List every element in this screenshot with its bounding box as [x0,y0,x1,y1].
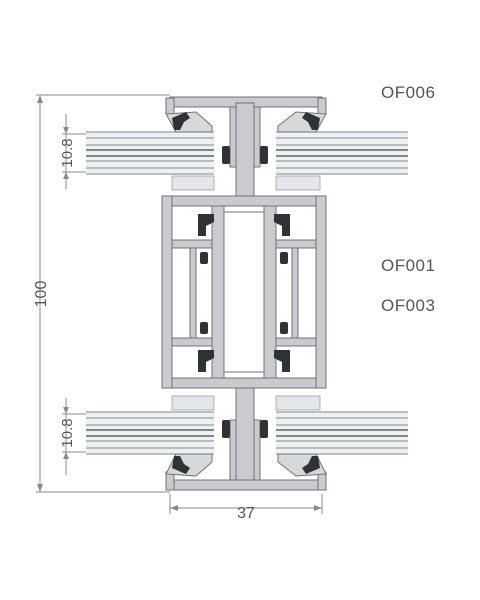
mullion-gaskets [198,214,290,372]
dim-glass-bottom: 10.8 [59,418,76,447]
dim-width: 37 [237,505,255,522]
glass-pane-top-left [86,131,214,175]
top-setting-blocks [171,175,321,191]
mullion-chambers [223,211,265,373]
dim-overall-height: 100 [33,281,50,308]
label-mid-code-2: OF003 [381,296,436,315]
label-mid-code-1: OF001 [381,256,436,275]
label-top-code: OF006 [381,83,436,102]
glass-pane-bottom-right [276,411,408,455]
top-gaskets [172,112,320,164]
dimension-arrows [37,95,322,511]
mullion-profile [161,195,327,389]
glass-pane-top-right [276,131,408,175]
bottom-gaskets [172,420,320,474]
bottom-setting-blocks [171,395,321,411]
dim-glass-top: 10.8 [59,138,76,167]
glass-pane-bottom-left [86,411,214,455]
bottom-frame-profile [165,387,327,491]
